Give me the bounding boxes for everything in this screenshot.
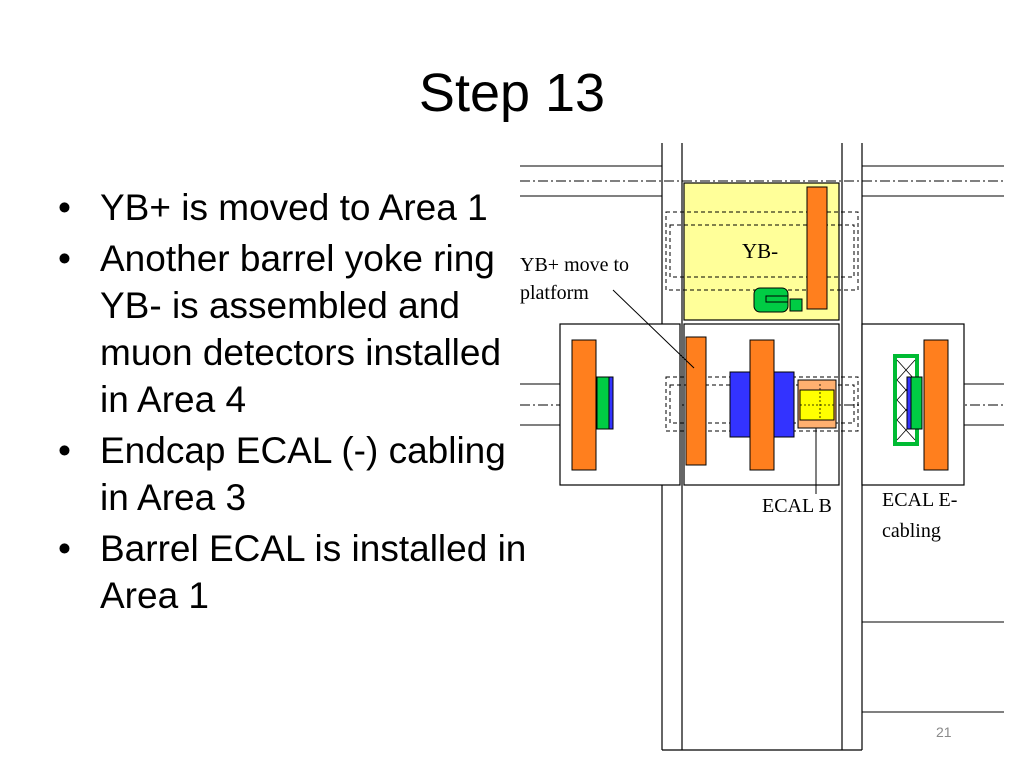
slide-title: Step 13 bbox=[418, 63, 606, 123]
label-ecal-e-2: cabling bbox=[882, 520, 941, 542]
label-yb-plus-move-2: platform bbox=[520, 282, 589, 304]
blue-disk-right bbox=[773, 371, 795, 438]
leader-yb-plus bbox=[612, 289, 695, 369]
platform-vehicle-slot bbox=[765, 295, 789, 303]
orange-wheel-center bbox=[749, 339, 775, 471]
yb-plus-wheel-left bbox=[571, 339, 597, 471]
bullet-item: •YB+ is moved to Area 1 bbox=[58, 187, 488, 228]
label-yb-plus-move-1: YB+ move to bbox=[520, 254, 629, 276]
endcap-blue-right bbox=[906, 376, 912, 430]
slide-number: 21 bbox=[936, 724, 952, 740]
bullet-text: Another barrel yoke ring YB- is assemble… bbox=[100, 238, 502, 420]
bullet-text: YB+ is moved to Area 1 bbox=[100, 187, 488, 228]
label-ecal-e-1: ECAL E- bbox=[882, 489, 957, 511]
platform-vehicle-block bbox=[789, 298, 803, 312]
endcap-green-left bbox=[596, 376, 611, 430]
bullet-item: •Endcap ECAL (-) cabling in Area 3 bbox=[58, 430, 506, 518]
yb-minus-wheel-right bbox=[923, 339, 949, 471]
blue-disk-left bbox=[729, 371, 751, 438]
bullet-item: •Another barrel yoke ring YB- is assembl… bbox=[58, 238, 502, 420]
bullet-text: Barrel ECAL is installed in Area 1 bbox=[100, 528, 527, 616]
rail-lines bbox=[520, 165, 1004, 713]
yb-plus-wheel bbox=[685, 336, 707, 466]
endcap-blue-left bbox=[608, 376, 614, 430]
label-ecal-b: ECAL B bbox=[762, 495, 832, 517]
bullet-list: •YB+ is moved to Area 1 •Another barrel … bbox=[58, 184, 528, 623]
endcap-green-right bbox=[909, 376, 923, 430]
label-yb-minus: YB- bbox=[742, 239, 778, 263]
ecal-b-hatch bbox=[800, 384, 834, 420]
bullet-item: •Barrel ECAL is installed in Area 1 bbox=[58, 528, 527, 616]
bullet-text: Endcap ECAL (-) cabling in Area 3 bbox=[100, 430, 506, 518]
yb-minus-wheel bbox=[806, 186, 828, 310]
